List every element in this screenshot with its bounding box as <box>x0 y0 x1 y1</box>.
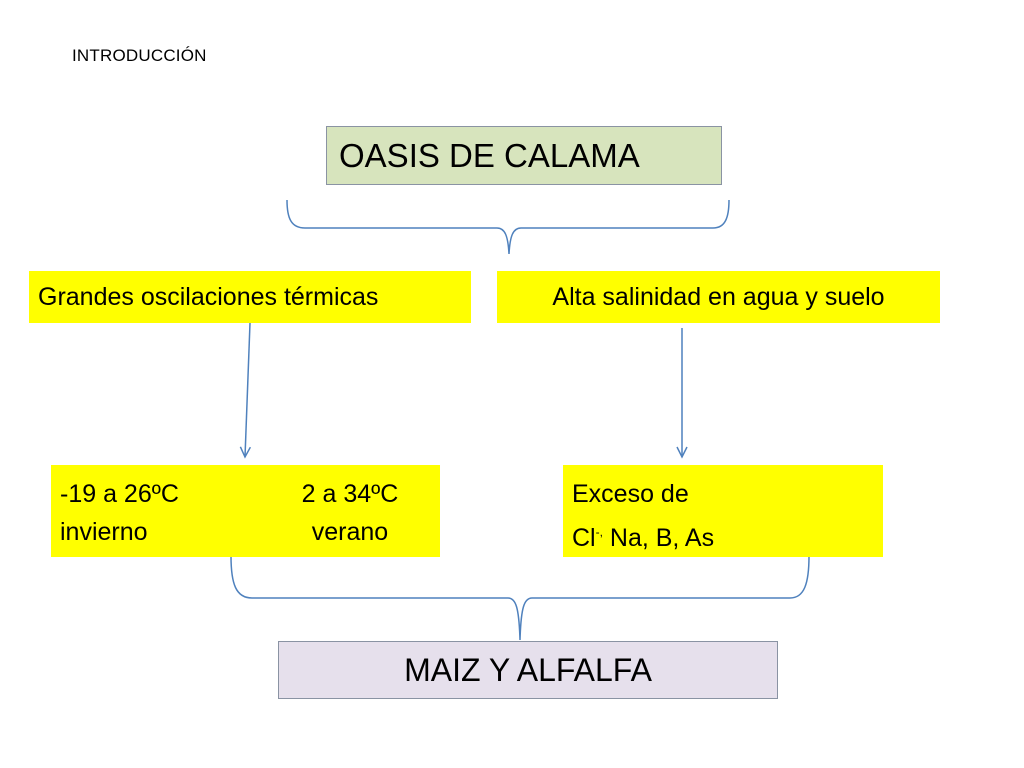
thermal-oscillation-box: Grandes oscilaciones térmicas <box>29 271 471 323</box>
chloride-charge: -, <box>595 525 603 539</box>
result-box: MAIZ Y ALFALFA <box>278 641 778 699</box>
top-brace <box>286 199 730 255</box>
oasis-title-label: OASIS DE CALAMA <box>339 136 640 174</box>
thermal-oscillation-label: Grandes oscilaciones térmicas <box>38 282 379 311</box>
oasis-title-box: OASIS DE CALAMA <box>326 126 722 185</box>
summer-label: verano <box>311 518 389 546</box>
salt-elements: Na, B, As <box>602 524 715 552</box>
left-arrow <box>239 322 252 459</box>
chloride-symbol: Cl <box>572 524 596 552</box>
temperature-range-box: -19 a 26ºC 2 a 34ºC invierno verano <box>51 465 440 557</box>
salt-excess-line1: Exceso de <box>572 480 689 508</box>
summer-range: 2 a 34ºC <box>301 480 399 508</box>
salinity-box: Alta salinidad en agua y suelo <box>497 271 940 323</box>
salinity-label: Alta salinidad en agua y suelo <box>552 282 885 311</box>
winter-range: -19 a 26ºC <box>60 480 179 508</box>
bottom-brace <box>230 555 810 641</box>
salt-excess-line2: Cl-, Na, B, As <box>572 513 883 557</box>
slide-header: INTRODUCCIÓN <box>72 46 207 65</box>
salt-excess-box: Exceso de Cl-, Na, B, As <box>563 465 883 557</box>
result-label: MAIZ Y ALFALFA <box>404 651 652 688</box>
winter-label: invierno <box>60 518 148 546</box>
